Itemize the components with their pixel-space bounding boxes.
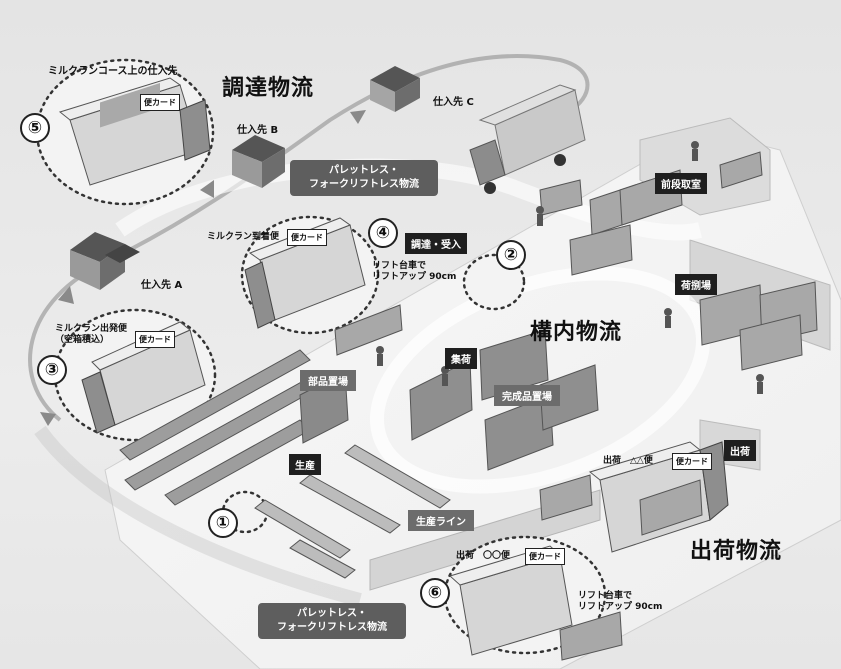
c3-label-line: ミルクラン出発便 (55, 324, 128, 334)
c4-label: ミルクラン到着便 (207, 232, 280, 242)
title-procurement: 調達物流 (222, 76, 315, 101)
tag-sorting: 荷捌場 (675, 274, 717, 295)
finished-goods-racks (409, 329, 599, 471)
marker-5: ⑤ (20, 113, 50, 143)
c3-card: 便カード (135, 331, 175, 348)
marker-1: ① (208, 508, 238, 538)
marker-6: ⑥ (420, 578, 450, 608)
supplier-b-house (232, 135, 285, 188)
pill-line: フォークリフトレス物流 (309, 179, 419, 190)
pill-line: パレットレス・ (297, 608, 367, 619)
pill-line: フォークリフトレス物流 (277, 622, 387, 633)
label-supplier-b: 仕入先 B (237, 125, 279, 136)
route-arrow (200, 180, 214, 198)
sorting-area-boxes (699, 281, 818, 371)
marker-2: ② (496, 240, 526, 270)
c4-lift: リフト台車で リフトアップ 90cm (372, 261, 456, 283)
c6-lift-line: リフトアップ 90cm (578, 602, 663, 612)
c3-label: ミルクラン出発便 （空箱積込） (55, 324, 127, 346)
c4-card: 便カード (287, 229, 327, 246)
label-supplier-a: 仕入先 A (141, 280, 183, 291)
ship2-label: 出荷 〇〇便 (456, 551, 511, 561)
c4-lift-line: リフトアップ 90cm (372, 272, 457, 282)
c6-lift-line: リフト台車で (578, 591, 633, 601)
supplier-c-house (370, 66, 420, 112)
ship1-label: 出荷 △△便 (603, 456, 653, 466)
tag-production: 生産 (289, 454, 321, 475)
c4-lift-line: リフト台車で (372, 261, 427, 271)
tag-parts-storage: 部品置場 (300, 370, 356, 391)
tag-finished-storage: 完成品置場 (494, 385, 560, 406)
c6-lift: リフト台車で リフトアップ 90cm (578, 591, 662, 613)
pill-line: パレットレス・ (329, 165, 399, 176)
c5-card: 便カード (140, 94, 180, 111)
title-shipping: 出荷物流 (690, 539, 783, 564)
tag-production-line: 生産ライン (408, 510, 474, 531)
pill-palletless-bottom: パレットレス・ フォークリフトレス物流 (258, 603, 406, 639)
procurement-route (28, 54, 590, 422)
c3-label-line: （空箱積込） (55, 335, 110, 345)
marker-4: ④ (368, 218, 398, 248)
tag-picking: 集荷 (445, 348, 477, 369)
truck-supplier-c (469, 84, 586, 194)
procurement-route (34, 425, 362, 607)
ship2-card: 便カード (525, 548, 565, 565)
supplier-a-house (70, 232, 140, 290)
tag-front-prep: 前段取室 (655, 173, 707, 194)
route-arrow (40, 412, 56, 426)
pill-palletless-top: パレットレス・ フォークリフトレス物流 (290, 160, 438, 196)
ship1-card: 便カード (672, 453, 712, 470)
tag-shipping: 出荷 (724, 440, 756, 461)
title-inhouse: 構内物流 (530, 320, 623, 345)
route-arrow (58, 286, 74, 304)
route-arrow (350, 110, 366, 124)
c5-label: ミルクランコース上の仕入先 (48, 66, 178, 77)
shipping-boxes (539, 474, 703, 661)
marker-3: ③ (37, 355, 67, 385)
label-supplier-c: 仕入先 C (433, 97, 474, 108)
receiving-boxes (334, 179, 633, 356)
production-line-conveyor (254, 444, 451, 579)
tag-receiving: 調達・受入 (405, 233, 467, 254)
